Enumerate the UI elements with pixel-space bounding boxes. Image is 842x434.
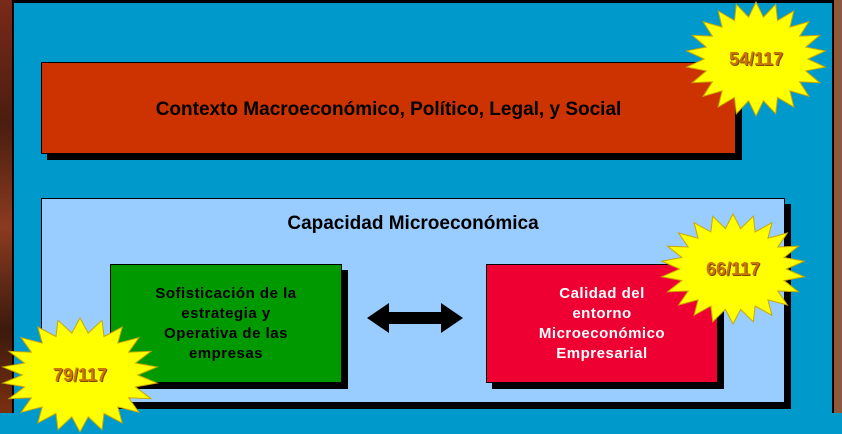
starburst-icon: [685, 0, 827, 118]
rank-burst-macro: 54/117: [684, 0, 828, 118]
macro-context-label: Contexto Macroeconómico, Político, Legal…: [155, 99, 622, 120]
rank-burst-macro-label: 54/117: [728, 48, 784, 69]
starburst-icon: [659, 212, 807, 326]
top-divider: [12, 0, 834, 3]
rank-burst-firm-label: 79/117: [52, 364, 108, 385]
company-strategy-label: Sofisticación de la estrategia y Operati…: [155, 284, 297, 362]
rank-burst-micro-label: 66/117: [705, 258, 761, 279]
rank-burst-micro: 66/117: [659, 212, 807, 326]
company-strategy-box: Sofisticación de la estrategia y Operati…: [110, 264, 342, 383]
slide-border: [12, 0, 834, 413]
business-environment-label: Calidad del entorno Microeconómico Empre…: [538, 284, 666, 362]
micro-capacity-box: Capacidad Microeconómica Sofisticación d…: [41, 198, 785, 403]
right-edge-strip: [834, 0, 842, 413]
left-photo-strip: [0, 0, 12, 413]
double-arrow-icon: [367, 303, 463, 333]
micro-capacity-title: Capacidad Microeconómica: [287, 213, 539, 234]
macro-context-box: Contexto Macroeconómico, Político, Legal…: [41, 62, 736, 154]
rank-burst-firm: 79/117: [0, 316, 160, 434]
